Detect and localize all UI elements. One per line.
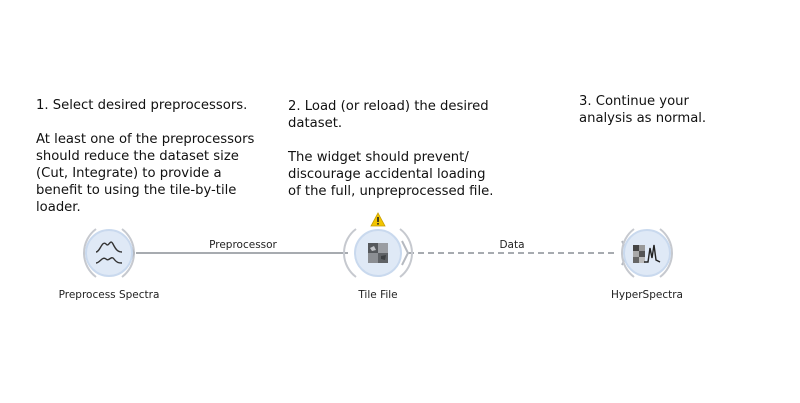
link-label-preprocessor: Preprocessor bbox=[209, 239, 277, 251]
annotation-step-1-body: At least one of the preprocessors should… bbox=[36, 132, 255, 215]
annotation-step-2[interactable]: 2. Load (or reload) the desired dataset.… bbox=[288, 98, 508, 200]
node-label-preprocess-spectra: Preprocess Spectra bbox=[59, 289, 160, 301]
annotation-step-1[interactable]: 1. Select desired preprocessors. At leas… bbox=[36, 97, 276, 216]
annotation-step-3[interactable]: 3. Continue your analysis as normal. bbox=[579, 93, 749, 127]
node-preprocess-spectra[interactable]: Preprocess Spectra bbox=[59, 228, 160, 301]
annotation-step-3-title: 3. Continue your analysis as normal. bbox=[579, 94, 707, 126]
node-label-hyperspectra: HyperSpectra bbox=[611, 289, 683, 301]
spectra-waves-icon bbox=[95, 241, 123, 264]
hyperspectra-icon bbox=[633, 244, 661, 263]
node-hyperspectra[interactable]: HyperSpectra bbox=[611, 228, 683, 301]
node-label-tile-file: Tile File bbox=[357, 289, 397, 301]
tile-file-icon bbox=[368, 243, 388, 263]
link-preprocessor[interactable]: Preprocessor bbox=[136, 239, 348, 254]
annotation-step-1-title: 1. Select desired preprocessors. bbox=[36, 98, 248, 113]
link-label-data: Data bbox=[499, 239, 524, 251]
annotation-step-2-title: 2. Load (or reload) the desired dataset. bbox=[288, 99, 489, 131]
link-data[interactable]: Data bbox=[408, 239, 618, 254]
node-tile-file[interactable]: Tile File bbox=[343, 212, 413, 301]
warning-icon bbox=[370, 212, 386, 227]
annotation-step-2-body: The widget should prevent/ discourage ac… bbox=[288, 150, 494, 199]
